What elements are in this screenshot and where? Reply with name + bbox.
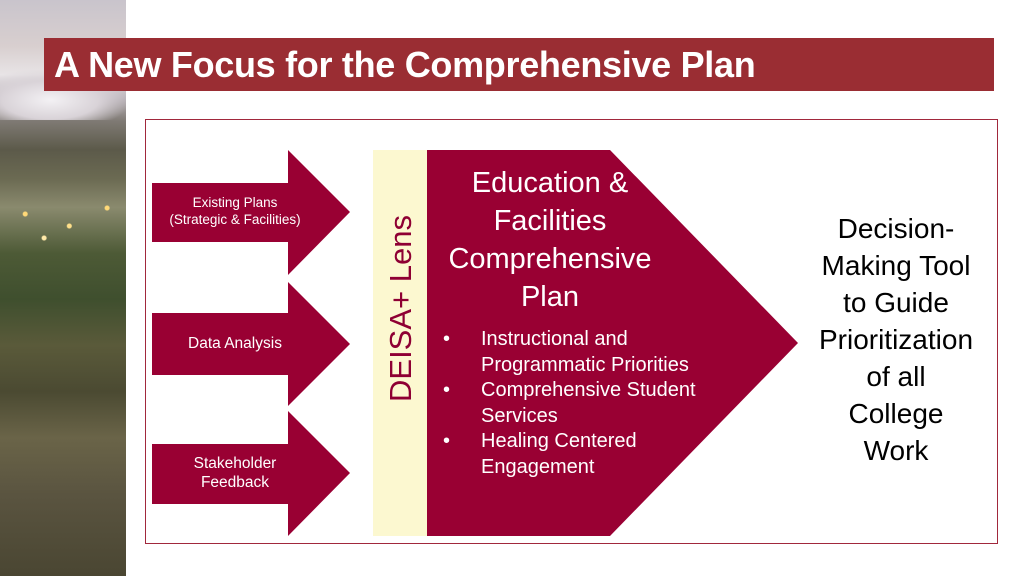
input-label-line: Data Analysis	[188, 335, 282, 352]
outcome-line: Decision-	[837, 213, 955, 244]
outcome-text: Decision- Making Tool to Guide Prioritiz…	[800, 210, 992, 469]
input-label-line: (Strategic & Facilities)	[169, 211, 301, 227]
campus-lights	[0, 190, 126, 250]
plan-title-line: Facilities	[493, 205, 607, 237]
input-label-line: Existing Plans	[192, 195, 278, 210]
plan-bullet-line: Healing Centered	[481, 430, 637, 452]
plan-bullet-line: Programmatic Priorities	[481, 353, 689, 376]
outcome-line: of all	[866, 361, 926, 392]
plan-bullet-list: • Instructional and Programmatic Priorit…	[438, 327, 728, 480]
plan-title-line: Comprehensive	[448, 243, 652, 275]
plan-bullet-item: • Healing Centered Engagement	[438, 429, 728, 480]
plan-bullet-line: Instructional and	[481, 328, 628, 350]
plan-bullet-line: Engagement	[481, 455, 595, 478]
input-label-existing-plans: Existing Plans (Strategic & Facilities)	[158, 195, 312, 229]
outcome-line: College	[848, 398, 944, 429]
plan-chevron	[427, 150, 798, 536]
bullet-glyph: •	[443, 379, 451, 401]
plan-title-line: Plan	[520, 281, 580, 313]
plan-title-line: Education &	[471, 167, 629, 199]
outcome-line: Making Tool	[821, 250, 971, 281]
outcome-line: Prioritization	[818, 324, 974, 355]
plan-bullet-item: • Instructional and Programmatic Priorit…	[438, 327, 728, 378]
input-arrow-data-analysis	[152, 282, 350, 406]
outcome-line: Work	[863, 435, 929, 466]
plan-title: Education & Facilities Comprehensive Pla…	[430, 164, 670, 316]
input-label-stakeholder-feedback: Stakeholder Feedback	[158, 454, 312, 493]
plan-bullet-item: • Comprehensive Student Services	[438, 378, 728, 429]
bullet-glyph: •	[443, 328, 451, 350]
input-label-line: Feedback	[200, 474, 270, 492]
input-label-data-analysis: Data Analysis	[158, 334, 312, 353]
input-label-line: Stakeholder	[193, 455, 277, 472]
plan-bullet-line: Comprehensive Student	[481, 379, 696, 401]
title-bar: A New Focus for the Comprehensive Plan	[44, 38, 994, 91]
lens-label: DEISA+ Lens	[383, 215, 418, 402]
outcome-line: to Guide	[843, 287, 949, 318]
plan-bullet-line: Services	[481, 404, 558, 427]
bullet-glyph: •	[443, 430, 451, 452]
input-arrow-existing-plans	[152, 150, 350, 275]
slide-title: A New Focus for the Comprehensive Plan	[54, 43, 756, 85]
lens-band	[373, 150, 427, 536]
input-arrow-stakeholder-feedback	[152, 411, 350, 536]
